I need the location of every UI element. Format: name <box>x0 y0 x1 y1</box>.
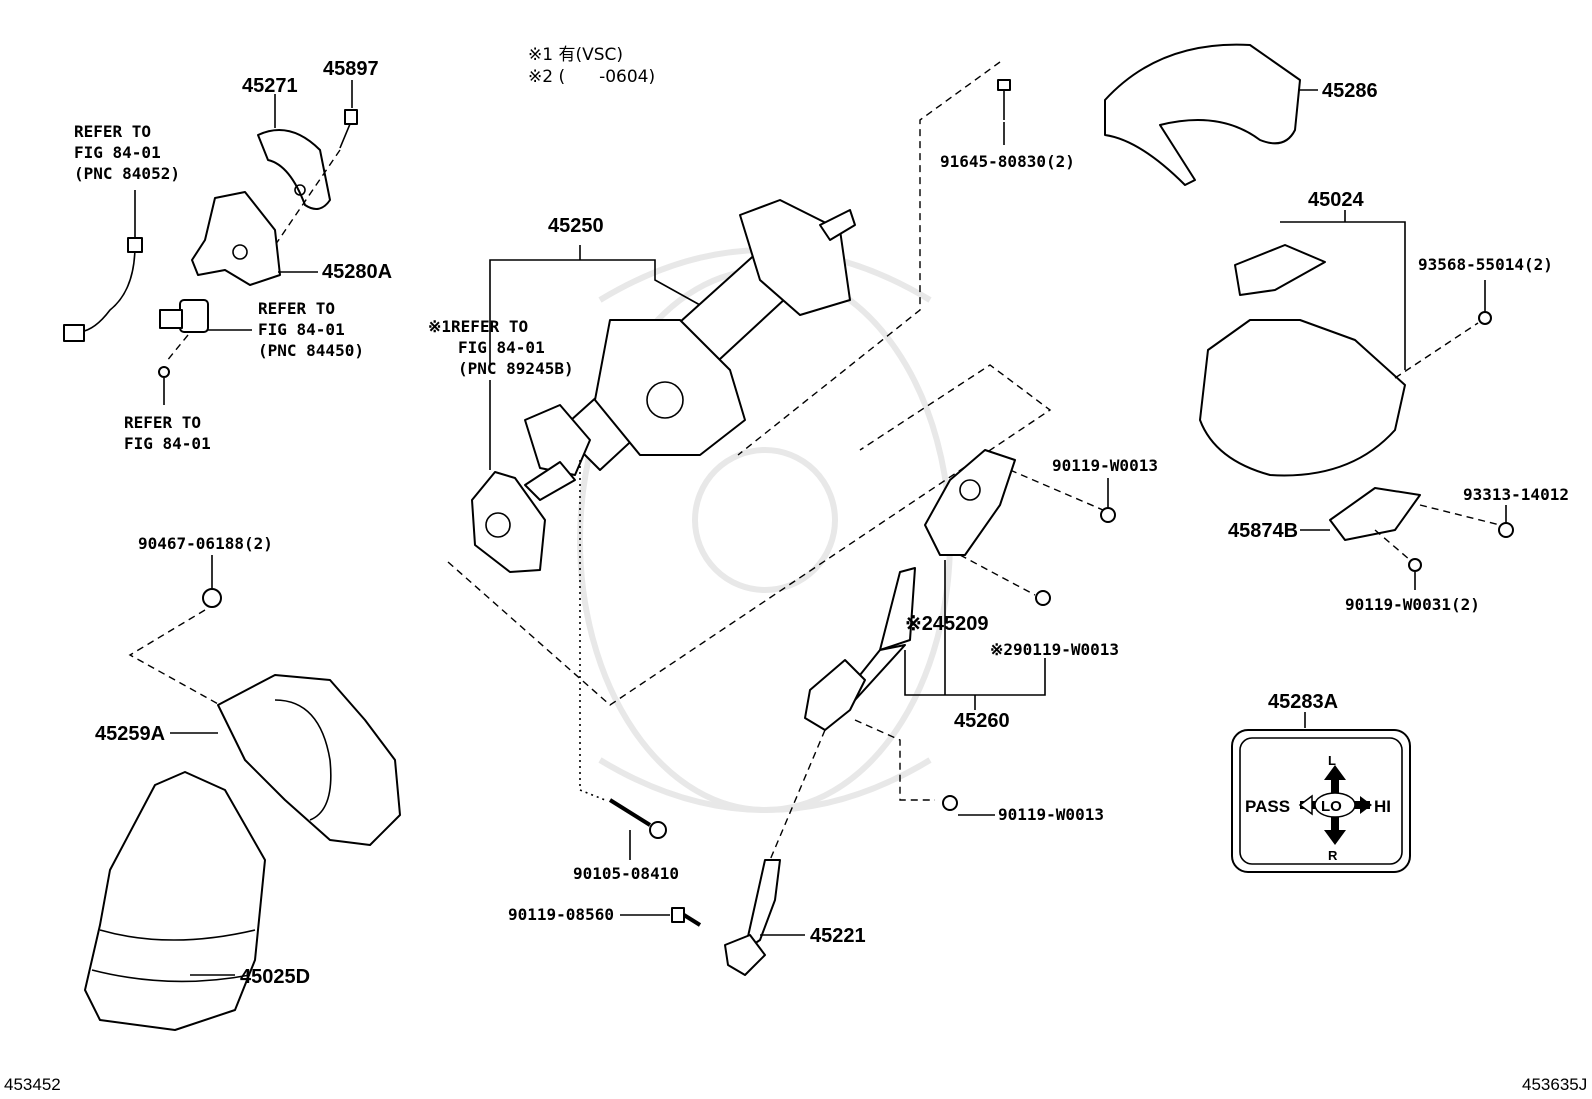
label-45024: 45024 <box>1308 189 1364 211</box>
note-vsc: ※1 有(VSC) <box>528 45 623 65</box>
switch-label-right: HI <box>1374 797 1391 816</box>
ref2-line2: FIG 84-01 <box>258 320 345 339</box>
label-93313: 93313-14012 <box>1463 485 1569 504</box>
label-45280A: 45280A <box>322 261 392 283</box>
ref1-line1: REFER TO <box>74 122 151 141</box>
label-45260: 45260 <box>954 710 1010 732</box>
part-45024-cover <box>1199 244 1406 477</box>
label-90119-w0013-b: ※290119-W0013 <box>990 640 1119 659</box>
part-45209-shaft <box>804 567 916 731</box>
part-89245B-sensor <box>471 471 546 573</box>
ref4-line3: (PNC 89245B) <box>458 359 574 378</box>
ref2-line3: (PNC 84450) <box>258 341 364 360</box>
part-45250-column <box>524 199 856 501</box>
part-90119-08560-bolt <box>671 907 702 927</box>
part-45280A-shape <box>191 191 281 286</box>
part-45286-cover <box>1104 43 1301 186</box>
ref4-line1: ※1REFER TO <box>428 317 528 336</box>
part-45874B-clip <box>1329 487 1421 541</box>
label-45874B: 45874B <box>1228 520 1298 542</box>
label-90467: 90467-06188(2) <box>138 534 273 553</box>
label-45025D: 45025D <box>240 966 310 988</box>
switch-label-bottom: R <box>1328 848 1338 863</box>
ref1-line2: FIG 84-01 <box>74 143 161 162</box>
label-45897: 45897 <box>323 58 379 80</box>
part-84450-shape <box>159 299 209 333</box>
switch-label-top: L <box>1328 753 1336 768</box>
label-45271: 45271 <box>242 75 298 97</box>
label-45283A: 45283A <box>1268 691 1338 713</box>
ref3-line2: FIG 84-01 <box>124 434 211 453</box>
corner-code-left: 453452 <box>4 1075 61 1094</box>
ref3-line1: REFER TO <box>124 413 201 432</box>
label-45250: 45250 <box>548 215 604 237</box>
part-45221-shaft <box>724 859 781 976</box>
label-93568: 93568-55014(2) <box>1418 255 1553 274</box>
corner-code-right: 453635J <box>1522 1075 1587 1094</box>
label-45209: ※245209 <box>905 613 989 635</box>
part-91645-bolt <box>997 79 1011 120</box>
part-45259A-cover <box>217 674 401 846</box>
part-universal-joint-upper <box>924 449 1016 556</box>
ref2-line1: REFER TO <box>258 299 335 318</box>
part-45271-shape <box>257 129 331 210</box>
label-45259A: 45259A <box>95 723 165 745</box>
part-switch-cable <box>63 190 143 342</box>
ref4-line2: FIG 84-01 <box>458 338 545 357</box>
part-45897-screw <box>339 109 358 149</box>
label-90119-w0013-c: 90119-W0013 <box>998 805 1104 824</box>
label-91645: 91645-80830(2) <box>940 152 1075 171</box>
part-45025D-boot <box>84 771 266 1031</box>
part-45283A-plate <box>1231 729 1411 873</box>
switch-label-center: LO <box>1321 798 1342 815</box>
label-45286: 45286 <box>1322 80 1378 102</box>
label-90119-08560: 90119-08560 <box>508 905 614 924</box>
ref1-line3: (PNC 84052) <box>74 164 180 183</box>
label-90119-w0013-a: 90119-W0013 <box>1052 456 1158 475</box>
label-90105: 90105-08410 <box>573 864 679 883</box>
note-range: ※2 ( -0604) <box>528 67 655 87</box>
part-90105-bolt <box>608 798 667 839</box>
switch-label-left: PASS <box>1245 797 1290 816</box>
label-90119-w0031: 90119-W0031(2) <box>1345 595 1480 614</box>
label-45221: 45221 <box>810 925 866 947</box>
